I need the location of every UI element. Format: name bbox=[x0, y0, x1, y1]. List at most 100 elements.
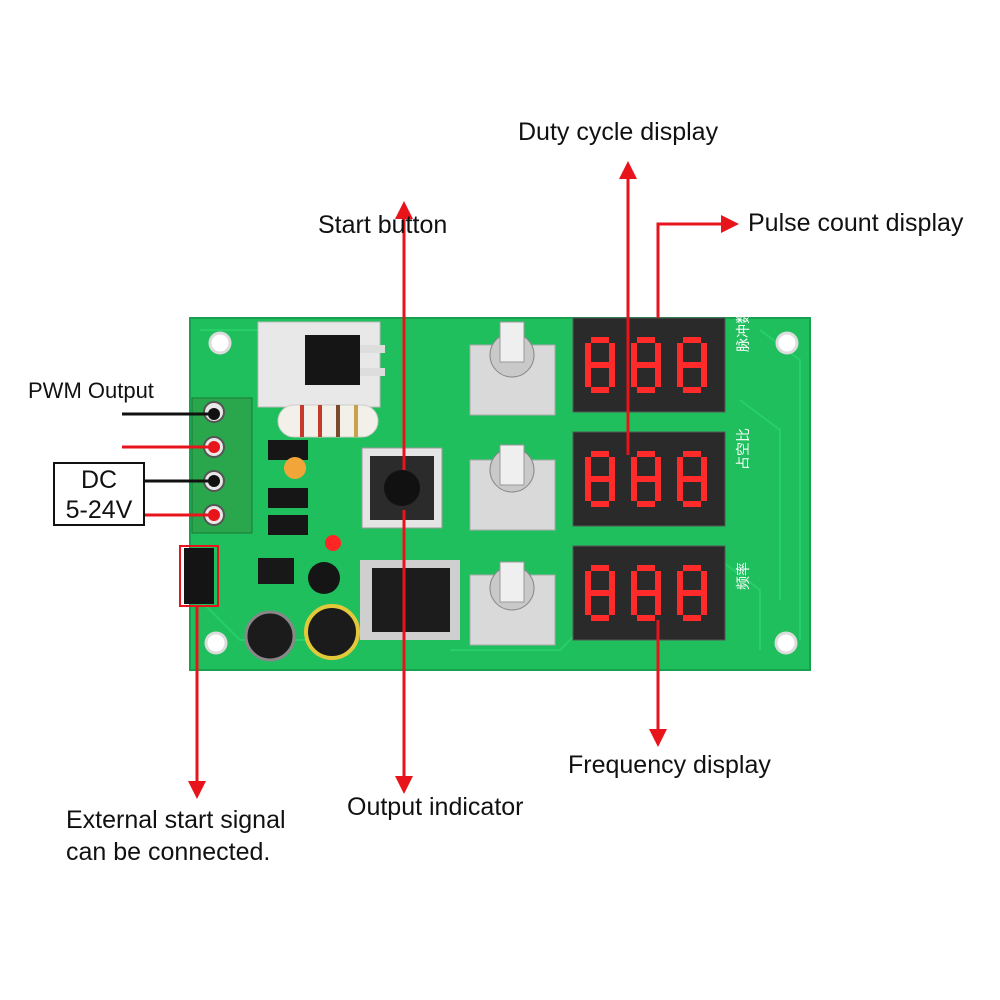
display-middle bbox=[572, 431, 726, 527]
terminal-dots bbox=[208, 408, 220, 521]
silk-duty-cycle: 占空比 bbox=[736, 428, 752, 470]
segment bbox=[655, 365, 661, 387]
segment bbox=[591, 362, 609, 368]
start-button-label: Start button bbox=[318, 211, 448, 239]
duty-cycle-label: Duty cycle display bbox=[518, 118, 719, 146]
encoder-top bbox=[469, 321, 556, 416]
segment bbox=[585, 365, 591, 387]
segment bbox=[655, 343, 661, 365]
small-ic bbox=[258, 558, 294, 584]
segment bbox=[591, 387, 609, 393]
segment bbox=[609, 479, 615, 501]
segment bbox=[631, 365, 637, 387]
segment bbox=[701, 479, 707, 501]
segment bbox=[591, 476, 609, 482]
frequency-label: Frequency display bbox=[568, 751, 771, 779]
encoder-middle bbox=[469, 444, 556, 531]
diodes bbox=[268, 440, 308, 535]
segment bbox=[683, 565, 701, 571]
segment bbox=[637, 337, 655, 343]
segment bbox=[585, 457, 591, 479]
segment bbox=[609, 343, 615, 365]
segment bbox=[591, 565, 609, 571]
dc-voltage-box: DC 5-24V bbox=[53, 462, 145, 526]
segment bbox=[683, 476, 701, 482]
segment bbox=[701, 365, 707, 387]
silk-frequency: 频率 bbox=[735, 562, 752, 590]
segment bbox=[591, 590, 609, 596]
output-indicator-label: Output indicator bbox=[347, 793, 524, 821]
mcu-chip bbox=[360, 560, 460, 640]
segment bbox=[701, 593, 707, 615]
encoder-bottom bbox=[469, 561, 556, 646]
segment bbox=[677, 365, 683, 387]
segment bbox=[701, 457, 707, 479]
segment bbox=[609, 593, 615, 615]
voltage-label: 5-24V bbox=[65, 496, 133, 524]
segment bbox=[701, 571, 707, 593]
segment bbox=[609, 457, 615, 479]
segment bbox=[637, 501, 655, 507]
segment bbox=[677, 479, 683, 501]
start-button-switch bbox=[361, 447, 443, 529]
segment bbox=[683, 590, 701, 596]
segment bbox=[637, 615, 655, 621]
header-pins bbox=[179, 545, 219, 607]
segment bbox=[683, 451, 701, 457]
segment bbox=[609, 571, 615, 593]
capacitors bbox=[244, 604, 360, 662]
segment bbox=[585, 571, 591, 593]
output-led bbox=[325, 535, 341, 551]
pwm-output-label: PWM Output bbox=[28, 378, 154, 403]
segment bbox=[585, 479, 591, 501]
segment bbox=[683, 387, 701, 393]
segment bbox=[637, 590, 655, 596]
segment bbox=[631, 479, 637, 501]
silk-pulse-count: 脉冲数 bbox=[736, 310, 752, 352]
terminal-block bbox=[191, 397, 253, 534]
segment bbox=[701, 343, 707, 365]
segment bbox=[591, 501, 609, 507]
segment bbox=[655, 479, 661, 501]
crystal bbox=[308, 562, 340, 594]
annotation-arrows bbox=[188, 161, 739, 799]
display-top bbox=[572, 317, 726, 413]
mounting-hole bbox=[204, 331, 799, 655]
segment bbox=[637, 387, 655, 393]
segment bbox=[631, 593, 637, 615]
power-resistor bbox=[277, 404, 379, 438]
segment bbox=[609, 365, 615, 387]
segment bbox=[591, 615, 609, 621]
regulator-chip bbox=[257, 321, 385, 408]
pulse-count-label: Pulse count display bbox=[748, 209, 964, 237]
segment bbox=[631, 571, 637, 593]
segment bbox=[677, 343, 683, 365]
display-bottom bbox=[572, 545, 726, 641]
segment bbox=[585, 343, 591, 365]
segment bbox=[655, 571, 661, 593]
segment bbox=[637, 565, 655, 571]
segment bbox=[631, 457, 637, 479]
segment bbox=[591, 451, 609, 457]
segment bbox=[637, 476, 655, 482]
segment bbox=[637, 451, 655, 457]
segment bbox=[655, 457, 661, 479]
segment bbox=[655, 593, 661, 615]
segment bbox=[637, 362, 655, 368]
arrow-pulse-count bbox=[656, 215, 739, 318]
segment bbox=[683, 337, 701, 343]
segment bbox=[631, 343, 637, 365]
external-start-label-1: External start signal bbox=[66, 806, 286, 834]
segment bbox=[683, 362, 701, 368]
external-start-label-2: can be connected. bbox=[66, 838, 271, 866]
segment bbox=[585, 593, 591, 615]
dc-label: DC bbox=[80, 466, 118, 494]
segment bbox=[677, 457, 683, 479]
segment bbox=[683, 615, 701, 621]
terminal-wires bbox=[122, 412, 214, 517]
segment bbox=[677, 593, 683, 615]
segment bbox=[591, 337, 609, 343]
segment bbox=[683, 501, 701, 507]
segment bbox=[677, 571, 683, 593]
